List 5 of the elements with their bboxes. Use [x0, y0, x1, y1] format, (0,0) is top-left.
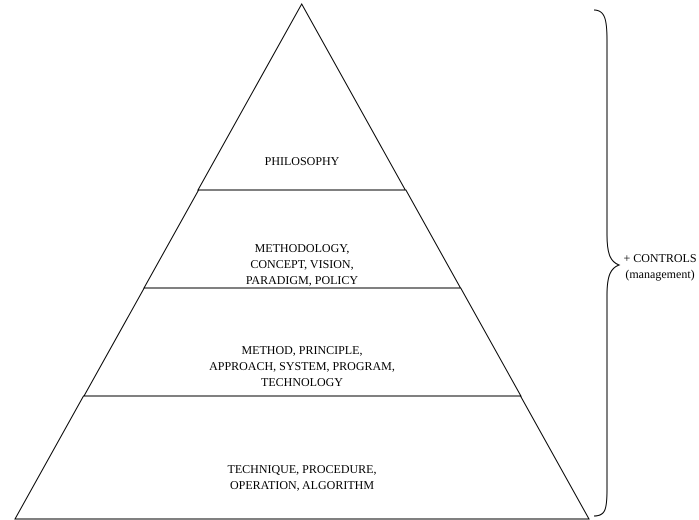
tier-label: METHODOLOGY, CONCEPT, VISION, PARADIGM, POLICY: [244, 240, 360, 288]
tier-label: TECHNIQUE, PROCEDURE, OPERATION, ALGORITHM: [226, 461, 378, 493]
brace-note: + CONTROLS (management): [622, 250, 698, 282]
tier-label: METHOD, PRINCIPLE, APPROACH, SYSTEM, PROGRAM, TECHNOLOGY: [208, 342, 396, 390]
tier-label: PHILOSOPHY: [264, 153, 340, 169]
